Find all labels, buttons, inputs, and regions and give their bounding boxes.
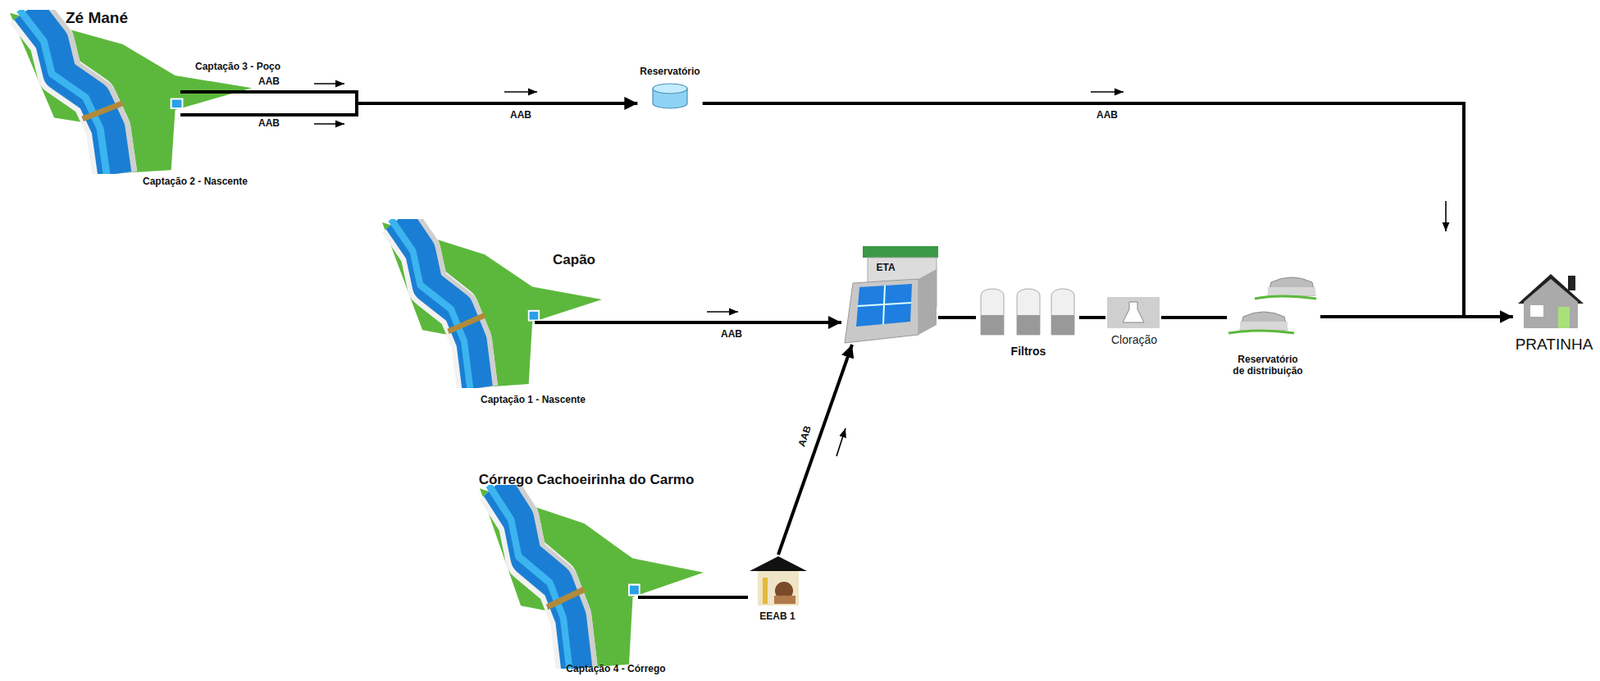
- pipe-stub: [180, 101, 357, 115]
- node-label: Zé Mané: [65, 9, 128, 28]
- distribution-reservoir-symbol: [1254, 296, 1317, 299]
- flow-arrow: [836, 428, 846, 456]
- pipe-label: AAB: [256, 76, 282, 88]
- river-illustration: [479, 484, 704, 669]
- pumping-station-symbol: [749, 556, 807, 606]
- town: PRATINHA: [1513, 270, 1596, 356]
- node-label: Reservatório de distribuição: [1232, 354, 1304, 378]
- filter-symbol: [1016, 314, 1040, 335]
- node-label: Captação 3 - Poço: [195, 61, 281, 73]
- distribution-reservoir-symbol: [1228, 277, 1317, 333]
- flow-arrow: [504, 91, 538, 93]
- distribution-reservoir-symbol: [1228, 330, 1295, 333]
- pipe-connector: [703, 595, 748, 599]
- treatment-plant-symbol: [856, 283, 912, 327]
- treatment-plant: ETA: [841, 244, 939, 345]
- distribution-reservoir-symbol: [1267, 277, 1316, 296]
- pipe-stub: [534, 320, 609, 324]
- chlorination-symbol: [1107, 296, 1160, 329]
- pipe-label: AAB: [508, 109, 534, 122]
- pipe-connector: [778, 344, 853, 555]
- reservoir-symbol: [652, 83, 688, 94]
- filter-symbol: [1051, 288, 1075, 335]
- treatment-plant-symbol: [844, 246, 939, 343]
- pipe-label: AAB: [719, 328, 744, 341]
- treatment-plant-symbol: [857, 302, 912, 306]
- node-label: Cloração: [1111, 332, 1158, 347]
- node-label: EEAB 1: [759, 610, 795, 623]
- river-illustration: [382, 218, 602, 388]
- chlorination: Cloração: [1105, 294, 1162, 348]
- treatment-plant-symbol: [862, 246, 939, 258]
- node-label: ETA: [875, 262, 895, 274]
- reservoir: Reservatório: [637, 64, 702, 110]
- pumping-station-symbol: [774, 595, 796, 604]
- chlorination-symbol: [1122, 301, 1145, 323]
- distribution-reservoir-symbol: [1239, 321, 1288, 330]
- distribution-reservoir-symbol: [1267, 287, 1316, 296]
- filter-symbol: [1051, 314, 1075, 335]
- distribution-reservoir-symbol: [1239, 311, 1288, 330]
- pipe-connector: [938, 315, 976, 320]
- node-label: Captação 2 - Nascente: [142, 176, 248, 188]
- house-symbol: [1523, 278, 1578, 329]
- pipe-connector: [702, 103, 1514, 317]
- house-symbol: [1568, 275, 1576, 291]
- source-illustration: Córrego Cachoeirinha do CarmoCaptação 4 …: [476, 469, 704, 677]
- filters: Filtros: [975, 285, 1080, 360]
- pipe-connector: [1079, 315, 1106, 320]
- pipe-stub: [180, 91, 711, 598]
- flow-arrow: [706, 310, 739, 313]
- filter-symbol: [980, 288, 1004, 335]
- pumping-station: EEAB 1: [747, 554, 807, 625]
- pipe-stub: [638, 595, 711, 599]
- pumping-station-symbol: [757, 570, 799, 606]
- filter-symbol: [1016, 288, 1040, 335]
- node-label: Captação 4 - Córrego: [565, 663, 666, 675]
- pipe-connector: [1161, 315, 1227, 320]
- house-symbol: [1530, 305, 1544, 317]
- pipe-connector: [282, 91, 638, 104]
- pipe-label: AAB: [256, 118, 282, 130]
- node-label: Capão: [552, 251, 596, 269]
- pumping-station-symbol: [749, 556, 807, 571]
- chlorination-symbol: [1107, 296, 1160, 329]
- flow-arrow: [314, 123, 345, 125]
- node-label: Captação 1 - Nascente: [480, 394, 586, 406]
- pipe-connector: [601, 320, 842, 324]
- reservoir-symbol: [652, 83, 688, 109]
- distribution-reservoir: Reservatório de distribuição: [1226, 268, 1321, 379]
- node-label: Reservatório: [639, 66, 700, 78]
- source-illustration: Zé ManéCaptação 3 - PoçoCaptação 2 - Nas…: [9, 7, 283, 190]
- treatment-plant-symbol: [844, 278, 919, 343]
- filter-symbol: [980, 288, 1075, 335]
- flow-arrow: [1445, 200, 1447, 232]
- house-symbol: [1558, 306, 1570, 329]
- pumping-station-symbol: [762, 577, 768, 604]
- node-label: PRATINHA: [1515, 335, 1594, 354]
- flow-arrow: [1090, 91, 1124, 93]
- house-symbol: [1517, 273, 1584, 329]
- node-label: Filtros: [1011, 344, 1047, 358]
- pipe-connector: [1320, 314, 1514, 319]
- source-illustration: CapãoCaptação 1 - Nascente: [382, 218, 602, 408]
- river-illustration: [9, 9, 704, 669]
- filter-symbol: [980, 314, 1004, 335]
- treatment-plant-symbol: [918, 268, 937, 335]
- flow-arrow: [314, 83, 1446, 456]
- flow-arrow: [314, 82, 345, 85]
- node-label: Córrego Cachoeirinha do Carmo: [478, 471, 695, 488]
- pipe-label: AAB: [796, 422, 816, 450]
- pipe-label: AAB: [1094, 109, 1120, 122]
